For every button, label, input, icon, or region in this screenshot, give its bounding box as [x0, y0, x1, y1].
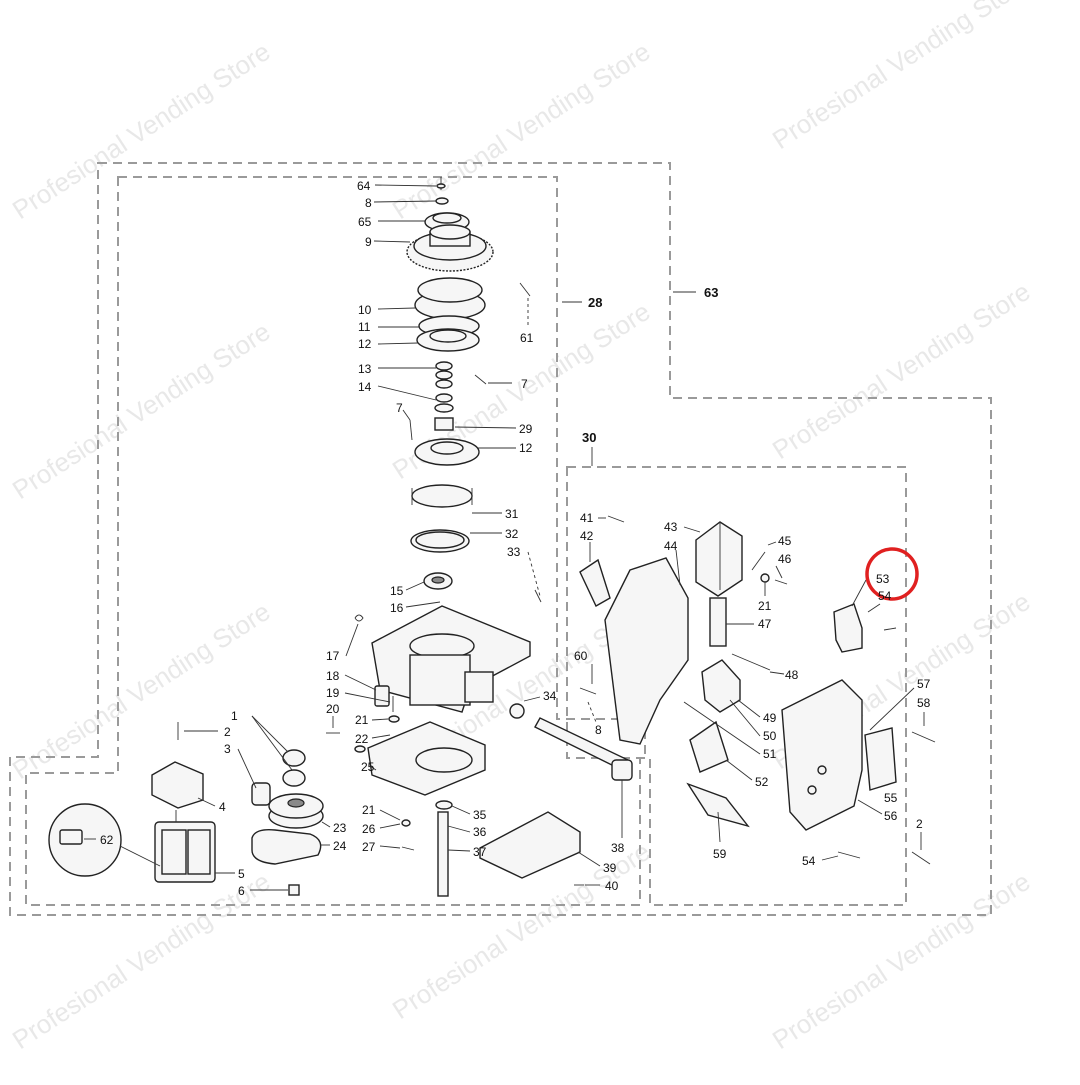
callout-23: 23: [333, 821, 347, 835]
callout-33: 33: [507, 545, 521, 559]
callout-12b: 12: [519, 441, 533, 455]
group-label-30: 30: [582, 430, 596, 445]
callout-64: 64: [357, 179, 371, 193]
group-labels: 63 28 30: [562, 285, 718, 466]
callout-38: 38: [611, 841, 625, 855]
callout-44: 44: [664, 539, 678, 553]
callout-9: 9: [365, 235, 372, 249]
callout-7b: 7: [396, 401, 403, 415]
watermark-layer: Profesional Vending Store Profesional Ve…: [7, 0, 1035, 1055]
callout-62: 62: [100, 833, 114, 847]
group-28-frame: [25, 176, 646, 906]
group-63-frame: [9, 162, 992, 916]
callout-22: 22: [355, 732, 369, 746]
callout-60: 60: [574, 649, 588, 663]
callout-59: 59: [713, 847, 727, 861]
callout-52: 52: [755, 775, 769, 789]
callout-3: 3: [224, 742, 231, 756]
callout-20: 20: [326, 702, 340, 716]
callout-46: 46: [778, 552, 792, 566]
callout-37: 37: [473, 845, 487, 859]
watermark-text: Profesional Vending Store: [7, 866, 275, 1055]
callout-57: 57: [917, 677, 931, 691]
callout-2: 2: [224, 725, 231, 739]
callout-39: 39: [603, 861, 617, 875]
callout-40: 40: [605, 879, 619, 893]
callout-17: 17: [326, 649, 340, 663]
callout-42: 42: [580, 529, 594, 543]
callout-54: 54: [878, 589, 892, 603]
group-frames: [9, 162, 992, 916]
callout-65: 65: [358, 215, 372, 229]
callout-2b: 2: [916, 817, 923, 831]
callout-7: 7: [521, 377, 528, 391]
callout-47: 47: [758, 617, 772, 631]
callout-35: 35: [473, 808, 487, 822]
callout-43: 43: [664, 520, 678, 534]
callout-4: 4: [219, 800, 226, 814]
callout-49: 49: [763, 711, 777, 725]
callout-24: 24: [333, 839, 347, 853]
callout-19: 19: [326, 686, 340, 700]
callout-32: 32: [505, 527, 519, 541]
callout-6: 6: [238, 884, 245, 898]
callout-54b: 54: [802, 854, 816, 868]
callout-21c: 21: [758, 599, 772, 613]
callout-25: 25: [361, 760, 375, 774]
callout-15: 15: [390, 584, 404, 598]
motor-assembly-parts: [48, 722, 324, 896]
callout-21: 21: [355, 713, 369, 727]
callout-5: 5: [238, 867, 245, 881]
callout-26: 26: [362, 822, 376, 836]
callout-50: 50: [763, 729, 777, 743]
group-label-63: 63: [704, 285, 718, 300]
callout-13: 13: [358, 362, 372, 376]
callout-56: 56: [884, 809, 898, 823]
group-label-28: 28: [588, 295, 602, 310]
callout-58: 58: [917, 696, 931, 710]
callout-18: 18: [326, 669, 340, 683]
watermark-text: Profesional Vending Store: [767, 0, 1035, 155]
callout-48: 48: [785, 668, 799, 682]
callout-55: 55: [884, 791, 898, 805]
grinder-stack-parts: [326, 177, 633, 897]
group-30-parts: [579, 515, 936, 865]
callout-labels: 64 8 65 9 10 11 12 61 7 13 14 7 29 12 31…: [84, 179, 931, 898]
callout-41: 41: [580, 511, 594, 525]
callout-21b: 21: [362, 803, 376, 817]
callout-8b: 8: [595, 723, 602, 737]
watermark-text: Profesional Vending Store: [7, 36, 275, 225]
callout-53: 53: [876, 572, 890, 586]
callout-11: 11: [358, 320, 371, 334]
watermark-text: Profesional Vending Store: [7, 316, 275, 505]
callout-27: 27: [362, 840, 376, 854]
watermark-text: Profesional Vending Store: [767, 276, 1035, 465]
callout-1: 1: [231, 709, 238, 723]
watermark-text: Profesional Vending Store: [767, 866, 1035, 1055]
callout-8: 8: [365, 196, 372, 210]
callout-31: 31: [505, 507, 519, 521]
callout-16: 16: [390, 601, 404, 615]
callout-61: 61: [520, 331, 534, 345]
callout-34: 34: [543, 689, 557, 703]
callout-29: 29: [519, 422, 533, 436]
callout-12: 12: [358, 337, 372, 351]
callout-10: 10: [358, 303, 372, 317]
highlight-circle: [865, 547, 919, 601]
callout-36: 36: [473, 825, 487, 839]
callout-51: 51: [763, 747, 777, 761]
callout-14: 14: [358, 380, 372, 394]
group-30-frame: [566, 466, 907, 906]
watermark-text: Profesional Vending Store: [387, 36, 655, 225]
callout-45: 45: [778, 534, 792, 548]
